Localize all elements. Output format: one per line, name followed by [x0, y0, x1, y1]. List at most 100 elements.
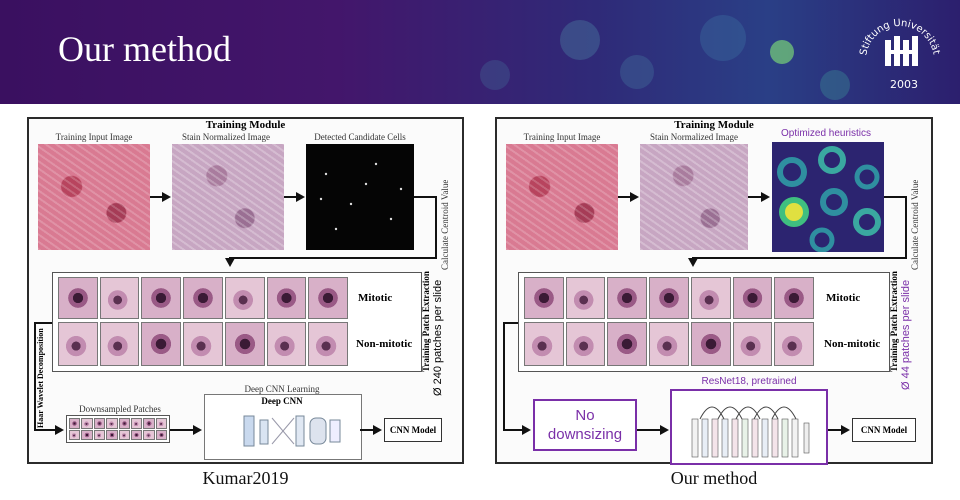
nonmitotic-label: Non-mitotic — [356, 338, 413, 350]
resnet-label: ResNet18, pretrained — [701, 376, 797, 387]
mitotic-label: Mitotic — [826, 292, 861, 304]
nonmitotic-patch — [565, 322, 606, 366]
mitotic-patch — [607, 277, 648, 319]
mitotic-patch — [266, 277, 307, 319]
mitotic-patches-row — [524, 277, 815, 319]
centroid-label: Calculate Centroid Value — [440, 179, 450, 270]
arrow-head — [630, 192, 639, 202]
cnn-model-box: CNN Model — [384, 418, 442, 442]
nonmitotic-patch — [524, 322, 564, 366]
decor-blob — [560, 20, 600, 60]
training-input-image — [38, 144, 150, 250]
patches-per-slide: Ø 44 patches per slide — [900, 279, 912, 390]
arrow — [284, 196, 297, 198]
arrow — [150, 196, 163, 198]
training-module-title: Training Module — [205, 119, 286, 131]
mitotic-patch — [224, 277, 265, 319]
nonmitotic-patches-row — [524, 322, 815, 366]
decor-blob — [480, 60, 510, 90]
resnet-box — [670, 389, 828, 465]
caption-our-method: Our method — [670, 468, 758, 488]
patches-per-slide: Ø 240 patches per slide — [432, 279, 444, 396]
arrow-head — [162, 192, 171, 202]
deep-cnn-title: Deep CNN — [261, 396, 303, 406]
arrow-head — [296, 192, 305, 202]
university-logo: Stiftung Universität Hildesheim 2003 — [847, 0, 948, 98]
mitotic-patch — [141, 277, 182, 319]
arrow-head — [193, 425, 202, 435]
arrow — [34, 322, 52, 324]
decor-blob — [700, 15, 746, 61]
mitotic-patch — [732, 277, 773, 319]
mitotic-patch — [58, 277, 98, 319]
decor-blob — [770, 40, 794, 64]
nonmitotic-patch — [308, 322, 349, 366]
arrow-head — [761, 192, 770, 202]
optimized-heuristics-label: Optimized heuristics — [780, 128, 872, 139]
patch-extraction-label: Training Patch Extraction — [889, 271, 899, 372]
arrow — [503, 322, 518, 324]
arrow — [828, 429, 842, 431]
downsampled-label: Downsampled Patches — [79, 404, 161, 414]
optimized-heuristics-heatmap — [772, 142, 884, 252]
training-module-title: Training Module — [674, 119, 754, 131]
arrow — [34, 322, 36, 430]
arrow-head — [660, 425, 669, 435]
nonmitotic-patch — [99, 322, 140, 366]
mitotic-patch — [99, 277, 140, 319]
label-training-input: Training Input Image — [523, 132, 601, 142]
arrow-head — [688, 258, 698, 267]
decor-blob — [820, 70, 850, 100]
arrow — [170, 429, 194, 431]
centroid-label: Calculate Centroid Value — [910, 179, 920, 270]
arrow — [637, 429, 661, 431]
mitotic-patch — [774, 277, 815, 319]
nonmitotic-patch — [224, 322, 265, 366]
arrow — [692, 257, 907, 259]
nonmitotic-patch — [183, 322, 223, 366]
nonmitotic-label: Non-mitotic — [824, 338, 881, 350]
caption-kumar: Kumar2019 — [202, 468, 289, 488]
arrow — [503, 322, 505, 430]
patch-extraction-label: Training Patch Extraction — [421, 271, 431, 372]
nonmitotic-patch — [732, 322, 773, 366]
stain-normalized-image — [172, 144, 284, 250]
nonmitotic-patch — [141, 322, 182, 366]
arrow-head — [522, 425, 531, 435]
nonmitotic-patch — [649, 322, 689, 366]
label-stain-normalized: Stain Normalized Image — [650, 132, 738, 142]
arrow — [884, 196, 906, 198]
mitotic-patch — [524, 277, 564, 319]
arrow — [905, 196, 907, 258]
svg-text:2003: 2003 — [890, 78, 918, 91]
label-detected-cells: Detected Candidate Cells — [314, 132, 406, 142]
mitotic-patch — [649, 277, 689, 319]
nonmitotic-patch — [266, 322, 307, 366]
cnn-model-box: CNN Model — [852, 418, 916, 442]
arrow-head — [373, 425, 382, 435]
arrow — [414, 196, 436, 198]
detected-cells-image — [306, 144, 414, 250]
label-training-input: Training Input Image — [55, 132, 133, 142]
nonmitotic-patch — [774, 322, 815, 366]
arrow — [503, 429, 523, 431]
mitotic-patch — [565, 277, 606, 319]
nonmitotic-patches-row — [58, 322, 349, 366]
deep-cnn-learning-label: Deep CNN Learning — [244, 384, 320, 394]
downsampled-patches — [66, 415, 170, 443]
arrow-head — [225, 258, 235, 267]
mitotic-patch — [183, 277, 223, 319]
nonmitotic-patch — [690, 322, 731, 366]
mitotic-patch — [690, 277, 731, 319]
mitotic-patches-row — [58, 277, 349, 319]
arrow — [34, 429, 56, 431]
nonmitotic-patch — [607, 322, 648, 366]
arrow — [618, 196, 631, 198]
label-stain-normalized: Stain Normalized Image — [182, 132, 270, 142]
training-input-image — [506, 144, 618, 250]
haar-label: Haar Wavelet Decomposition — [36, 328, 45, 428]
nonmitotic-patch — [58, 322, 98, 366]
slide-title: Our method — [58, 29, 231, 69]
deep-cnn-illustration — [214, 410, 350, 452]
arrow — [435, 196, 437, 258]
